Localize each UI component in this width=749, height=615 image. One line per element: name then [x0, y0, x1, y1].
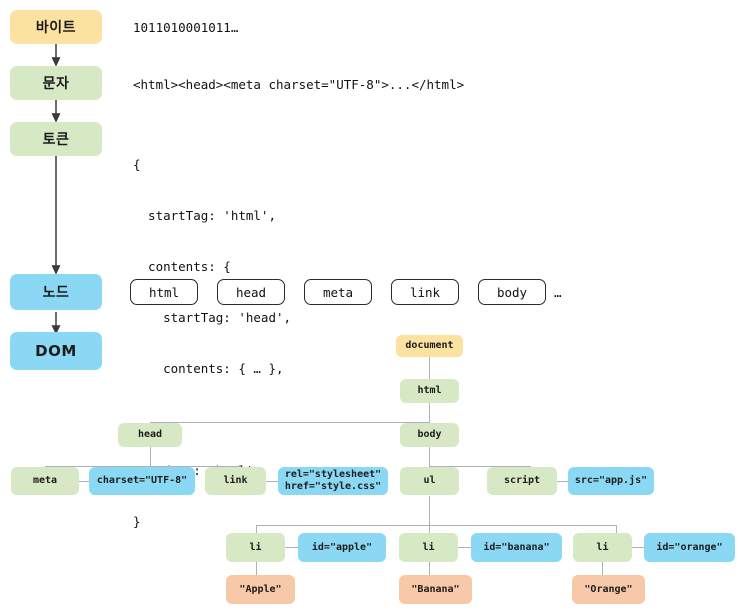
connector-script-attr — [557, 481, 568, 483]
tree-node-label: body — [417, 429, 442, 440]
connector-li3-text — [602, 562, 604, 575]
stage-box-dom: DOM — [10, 332, 102, 370]
node-pill-label: html — [148, 284, 180, 300]
token-line-7: } — [133, 514, 141, 529]
tree-node-li-3-id-attr: id="orange" — [644, 533, 735, 562]
connector-head-bus-horizontal — [45, 466, 241, 468]
tree-node-label: "Banana" — [411, 583, 460, 595]
tree-node-label: li — [249, 541, 262, 553]
tree-node-link: link — [205, 467, 266, 495]
tree-node-label: document — [405, 340, 454, 351]
tree-node-li-2-id-attr: id="banana" — [471, 533, 562, 562]
sample-tokens: { startTag: 'html', contents: { startTag… — [133, 122, 291, 564]
tree-node-meta: meta — [11, 467, 79, 495]
node-pill-link: link — [391, 279, 459, 305]
sample-bytes: 1011010001011… — [133, 20, 239, 35]
tree-node-label-line2: href="style.css" — [284, 481, 382, 492]
connector-link-attr — [265, 481, 278, 483]
connector-meta-attr — [78, 481, 90, 483]
connector-ul-bus — [429, 496, 431, 545]
token-line-4: contents: { … }, — [133, 361, 284, 376]
connector-li1-text — [256, 562, 258, 575]
tree-node-label: link — [223, 475, 248, 486]
tree-node-li-1-id-attr: id="apple" — [298, 533, 386, 562]
tree-node-body: body — [400, 423, 459, 447]
node-pill-label: body — [496, 284, 528, 300]
tree-node-label: script — [503, 475, 541, 486]
stage-box-nodes: 노드 — [10, 274, 102, 310]
tree-node-text-apple: "Apple" — [226, 575, 295, 604]
tree-node-text-banana: "Banana" — [399, 575, 472, 604]
token-line-5: … — [133, 412, 171, 427]
node-pill-body: body — [478, 279, 546, 305]
token-line-0: { — [133, 157, 141, 172]
connector-li1-attr — [285, 547, 298, 549]
tree-node-script-src-attr: src="app.js" — [568, 467, 654, 495]
tree-node-label: meta — [32, 475, 58, 486]
connector-li2-attr — [458, 547, 471, 549]
tree-node-label: li — [422, 541, 435, 553]
tree-node-li-3: li — [573, 533, 632, 562]
tree-node-label: head — [137, 429, 163, 440]
tree-node-ul: ul — [400, 467, 459, 495]
stage-label-tokens: 토큰 — [42, 132, 70, 148]
tree-node-label: "Apple" — [239, 583, 282, 595]
stage-label-nodes: 노드 — [42, 285, 70, 301]
node-pill-label: meta — [322, 284, 354, 300]
connector-li3-attr — [631, 547, 644, 549]
node-pill-ellipsis: … — [554, 285, 562, 300]
tree-node-meta-charset-attr: charset="UTF-8" — [89, 467, 195, 495]
tree-node-label-line1: rel="stylesheet" — [284, 469, 382, 480]
stage-label-characters: 문자 — [42, 76, 70, 92]
stage-box-characters: 문자 — [10, 66, 102, 100]
connector-ul-bus-horizontal — [256, 525, 616, 527]
token-line-2: contents: { — [133, 259, 231, 274]
tree-node-label: id="banana" — [483, 541, 550, 553]
node-pill-html: html — [130, 279, 198, 305]
connector-html-bus — [429, 403, 431, 423]
sample-characters: <html><head><meta charset="UTF-8">...</h… — [133, 77, 465, 92]
tree-node-label: "Orange" — [584, 583, 633, 595]
connector-head-bus — [150, 447, 152, 467]
node-pill-label: head — [235, 284, 267, 300]
tree-node-label: html — [417, 385, 442, 396]
tree-node-label: id="orange" — [656, 541, 723, 553]
tree-node-head: head — [118, 423, 182, 447]
token-line-1: startTag: 'html', — [133, 208, 276, 223]
tree-node-document: document — [396, 335, 463, 357]
tree-node-label: id="apple" — [311, 541, 373, 553]
tree-node-link-attrs: rel="stylesheet" href="style.css" — [278, 467, 388, 495]
connector-body-bus — [429, 447, 431, 467]
connector-li2-text — [429, 562, 431, 575]
tree-node-html: html — [400, 379, 459, 403]
node-pill-meta: meta — [304, 279, 372, 305]
tree-node-label: ul — [423, 475, 436, 486]
connector-document-html — [429, 356, 431, 379]
stage-box-tokens: 토큰 — [10, 122, 102, 156]
connector-body-bus-horizontal — [429, 466, 531, 468]
tree-node-li-2: li — [399, 533, 458, 562]
stage-label-dom: DOM — [35, 342, 77, 360]
token-line-3: startTag: 'head', — [133, 310, 292, 325]
tree-node-label: charset="UTF-8" — [96, 475, 188, 486]
node-pill-head: head — [217, 279, 285, 305]
tree-node-script: script — [487, 467, 557, 495]
tree-node-li-1: li — [226, 533, 285, 562]
stage-box-bytes: 바이트 — [10, 10, 102, 44]
connector-html-bus-horizontal — [150, 422, 430, 424]
tree-node-text-orange: "Orange" — [572, 575, 645, 604]
tree-node-label: src="app.js" — [574, 475, 648, 486]
stage-label-bytes: 바이트 — [35, 20, 77, 36]
node-pill-label: link — [409, 284, 441, 300]
tree-node-label: li — [596, 541, 609, 553]
